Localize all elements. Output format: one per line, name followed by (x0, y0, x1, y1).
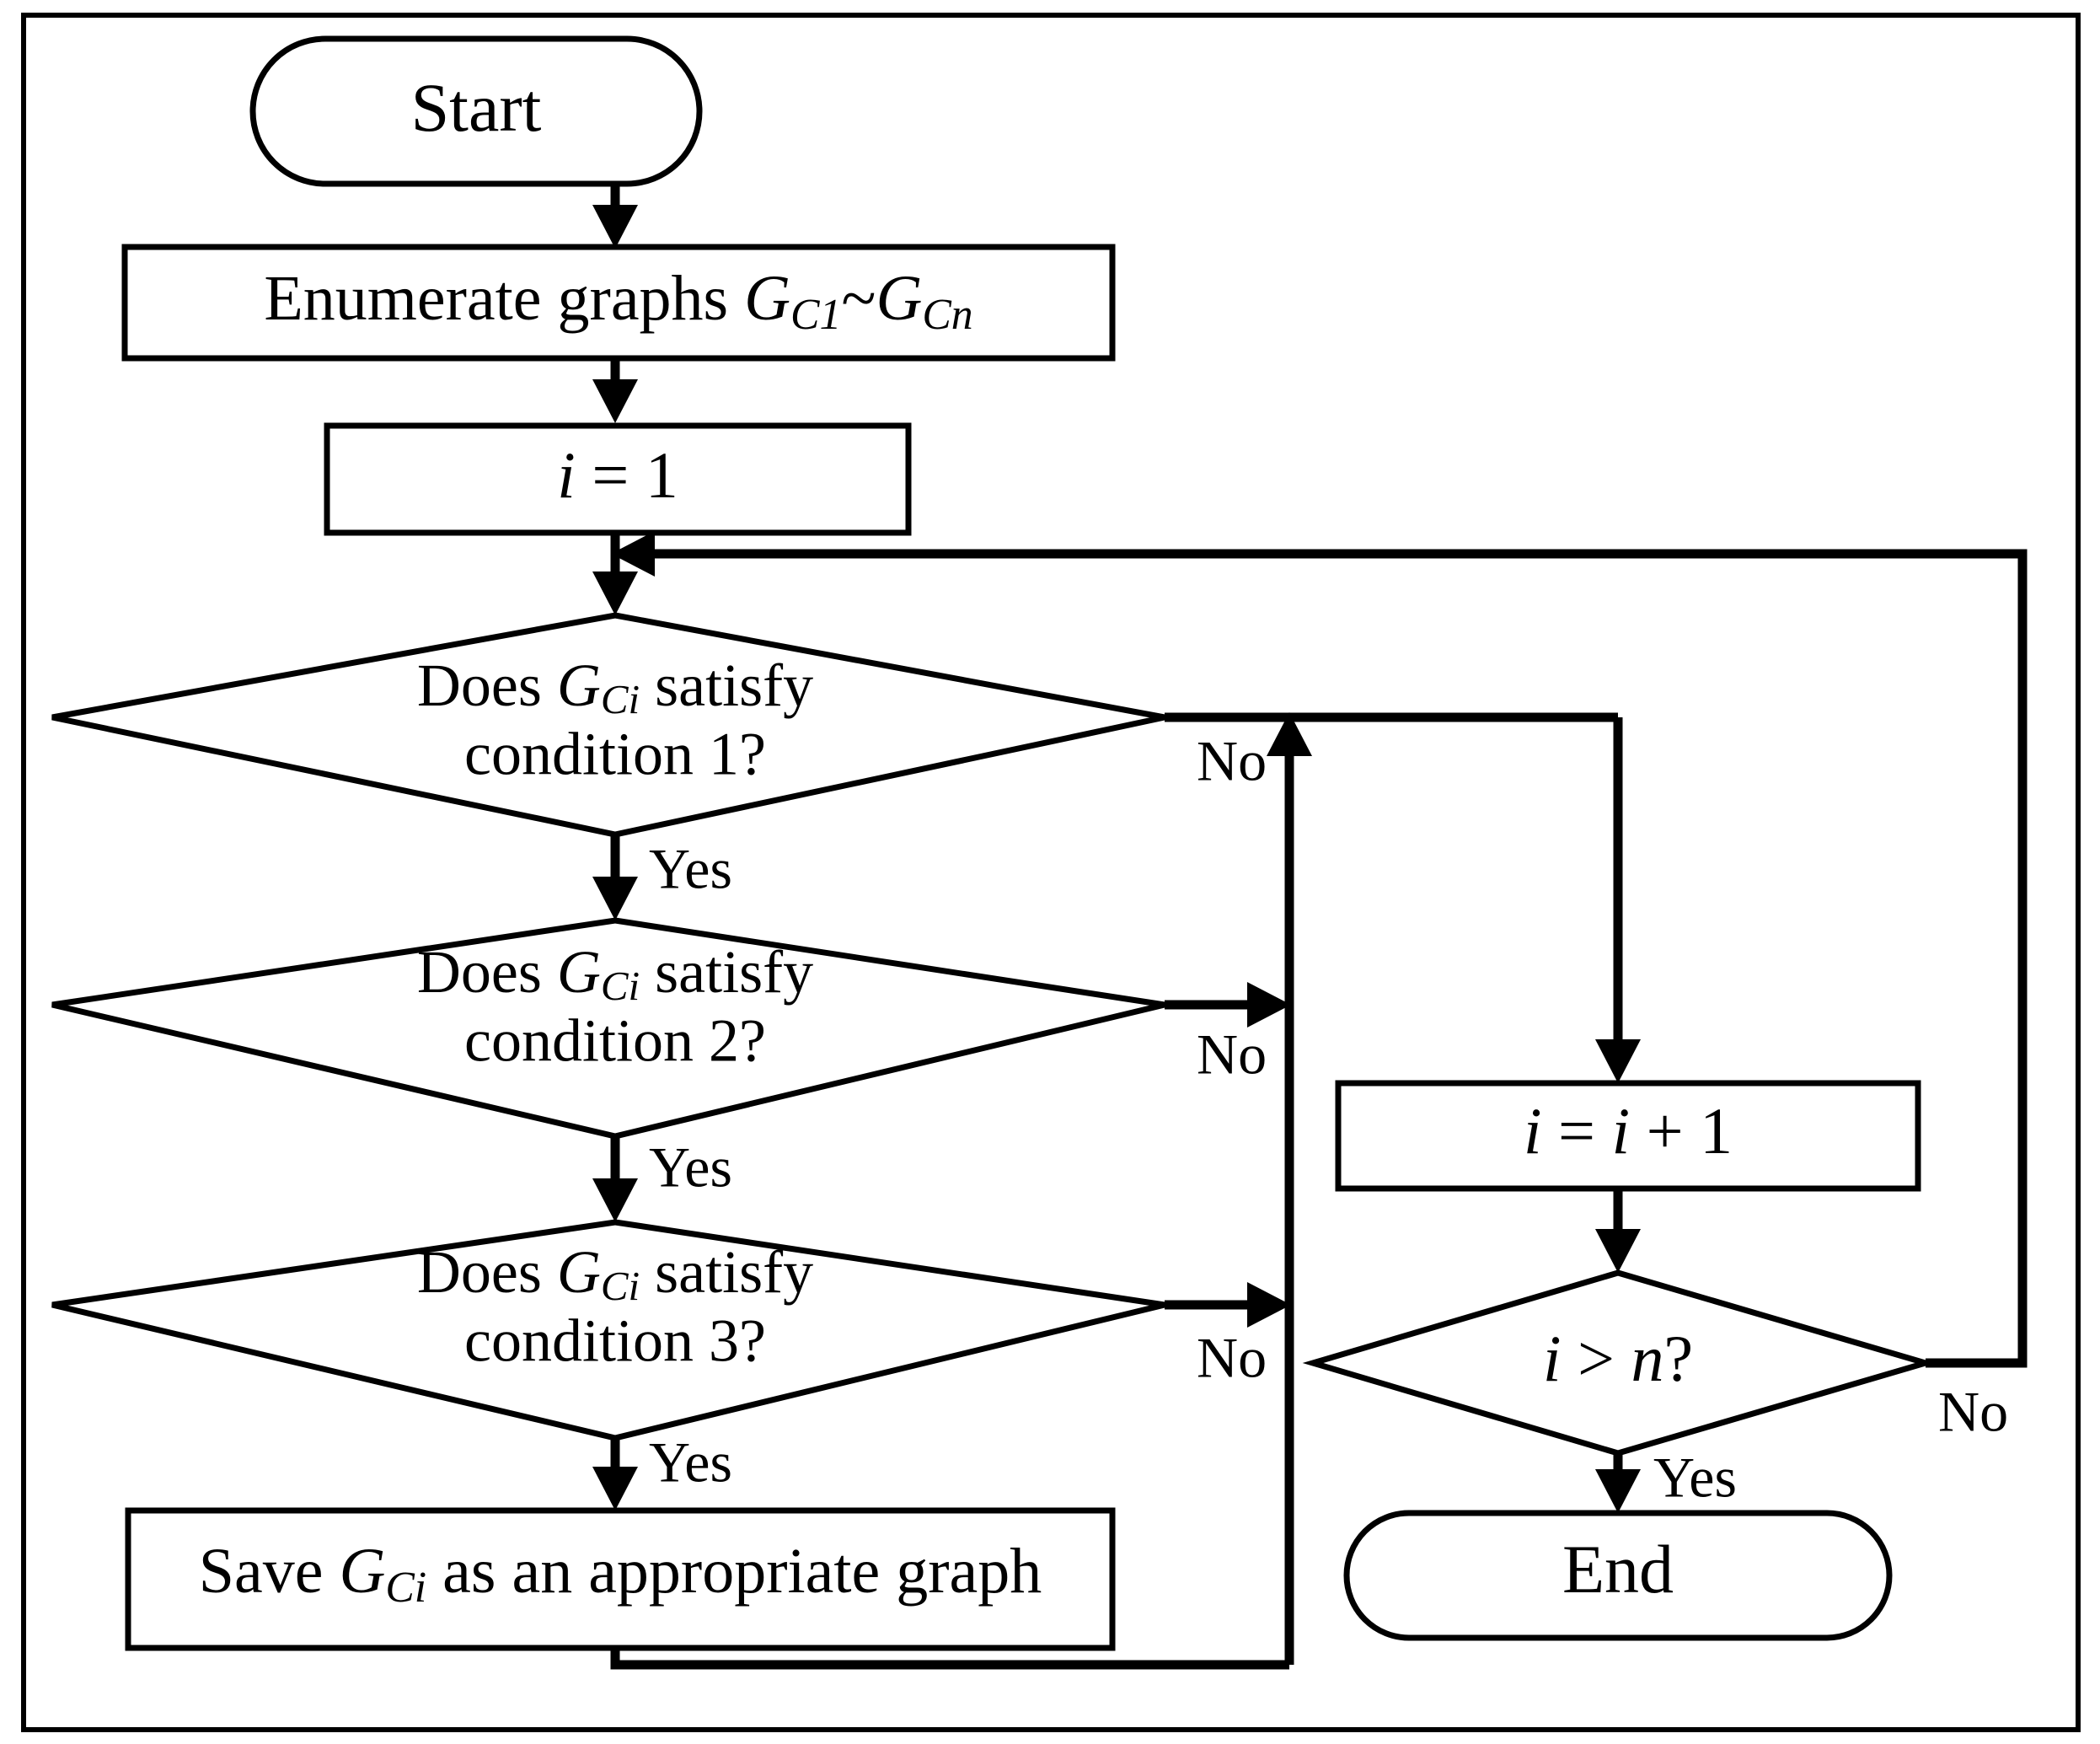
page-border (21, 13, 2081, 1732)
node-decision-condition-3[interactable]: Does GCi satisfy condition 3? (51, 1219, 1165, 1441)
edge-label-cond1-no: No (1197, 729, 1267, 793)
node-decision-condition-2[interactable]: Does GCi satisfy condition 2? (51, 917, 1165, 1140)
node-init-i[interactable]: i = 1 (324, 422, 912, 536)
node-decision-3-line2: condition 3? (464, 1307, 766, 1375)
edge-merge-vertical-up (1267, 712, 1312, 1665)
edge-cond1-yes-to-cond2 (592, 834, 638, 920)
edge-enumerate-to-init (592, 358, 638, 423)
node-decision-2-line2: condition 2? (464, 1007, 766, 1075)
node-save-graph[interactable]: Save GCi as an appropriate graph (125, 1507, 1116, 1651)
node-init-label: i = 1 (557, 438, 678, 512)
edge-cond2-yes-to-cond3 (592, 1136, 638, 1222)
edge-increment-to-loopcheck (1595, 1189, 1641, 1273)
node-increment-label: i = i + 1 (1524, 1094, 1733, 1167)
node-loop-check-label: i > n? (1543, 1322, 1693, 1395)
edge-save-to-merge (610, 1648, 1289, 1670)
node-decision-loop-check[interactable]: i > n? (1302, 1269, 1937, 1457)
node-end[interactable]: End (1343, 1510, 1893, 1641)
edge-label-loopcheck-no: No (1938, 1380, 2008, 1444)
edge-loopcheck-yes-to-end (1595, 1453, 1641, 1513)
edge-label-cond3-no: No (1197, 1326, 1267, 1390)
node-decision-1-line1: Does GCi satisfy (417, 652, 813, 723)
edge-cond3-no (1165, 1282, 1291, 1328)
edge-label-cond1-yes: Yes (649, 837, 732, 901)
edge-label-cond2-no: No (1197, 1022, 1267, 1087)
node-increment-i[interactable]: i = i + 1 (1335, 1080, 1921, 1192)
node-decision-3-line1: Does GCi satisfy (417, 1238, 813, 1310)
edge-rail-to-increment (1595, 717, 1641, 1083)
edge-start-to-enumerate (592, 184, 638, 249)
node-enumerate-label: Enumerate graphs GC1~GCn (264, 263, 972, 338)
node-start-label: Start (411, 69, 542, 146)
edge-cond3-yes-to-save (592, 1438, 638, 1511)
node-end-label: End (1562, 1531, 1674, 1607)
node-start[interactable]: Start (249, 35, 703, 187)
node-enumerate-graphs[interactable]: Enumerate graphs GC1~GCn (121, 244, 1116, 362)
edge-init-to-cond1 (592, 533, 638, 615)
node-decision-condition-1[interactable]: Does GCi satisfy condition 1? (51, 612, 1165, 838)
edge-loopcheck-no-return (611, 531, 2028, 1368)
edge-label-cond2-yes: Yes (649, 1135, 732, 1199)
node-decision-2-line1: Does GCi satisfy (417, 938, 813, 1010)
edge-label-loopcheck-yes: Yes (1653, 1446, 1737, 1510)
edge-label-cond3-yes: Yes (649, 1430, 732, 1494)
node-decision-1-line2: condition 1? (464, 721, 766, 788)
node-save-label: Save GCi as an appropriate graph (199, 1536, 1042, 1611)
edge-cond2-no (1165, 982, 1291, 1028)
